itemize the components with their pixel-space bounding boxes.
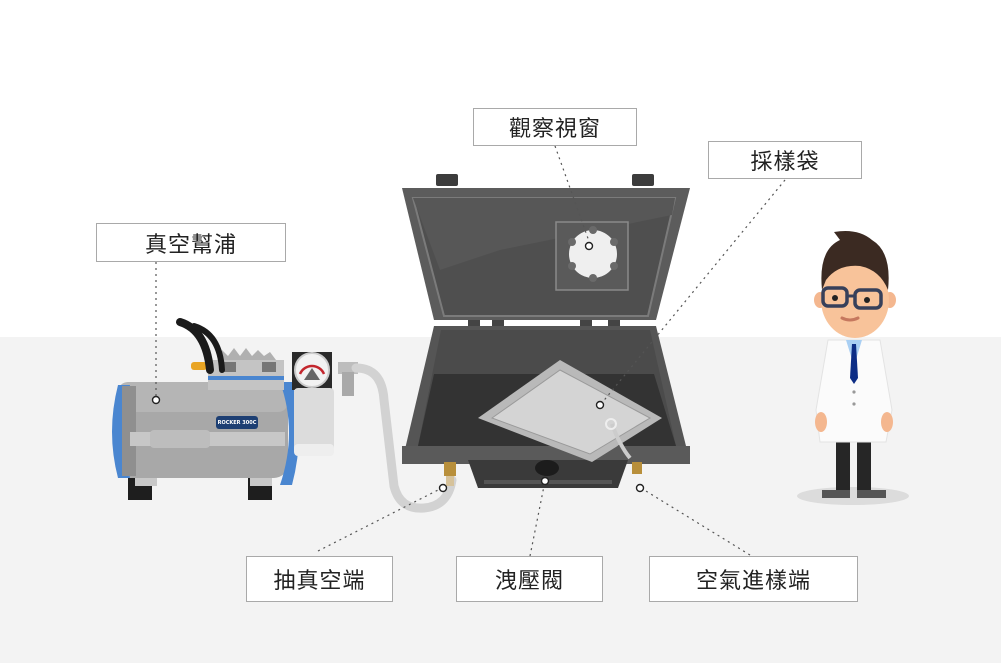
- label-vacuum-port: 抽真空端: [246, 556, 393, 602]
- vacuum-pump-illustration: [112, 318, 457, 513]
- scientist-illustration: [797, 231, 909, 505]
- label-sampling-bag: 採樣袋: [708, 141, 862, 179]
- label-air-inlet-port: 空氣進樣端: [649, 556, 858, 602]
- label-observation-window: 觀察視窗: [473, 108, 637, 146]
- pump-brand-badge: ROCKER 300C: [217, 419, 257, 426]
- label-vacuum-pump: 真空幫浦: [96, 223, 286, 262]
- sampling-case-illustration: [402, 174, 690, 488]
- label-relief-valve: 洩壓閥: [456, 556, 603, 602]
- anchor-points: [151, 241, 645, 493]
- leader-lines: [155, 145, 786, 557]
